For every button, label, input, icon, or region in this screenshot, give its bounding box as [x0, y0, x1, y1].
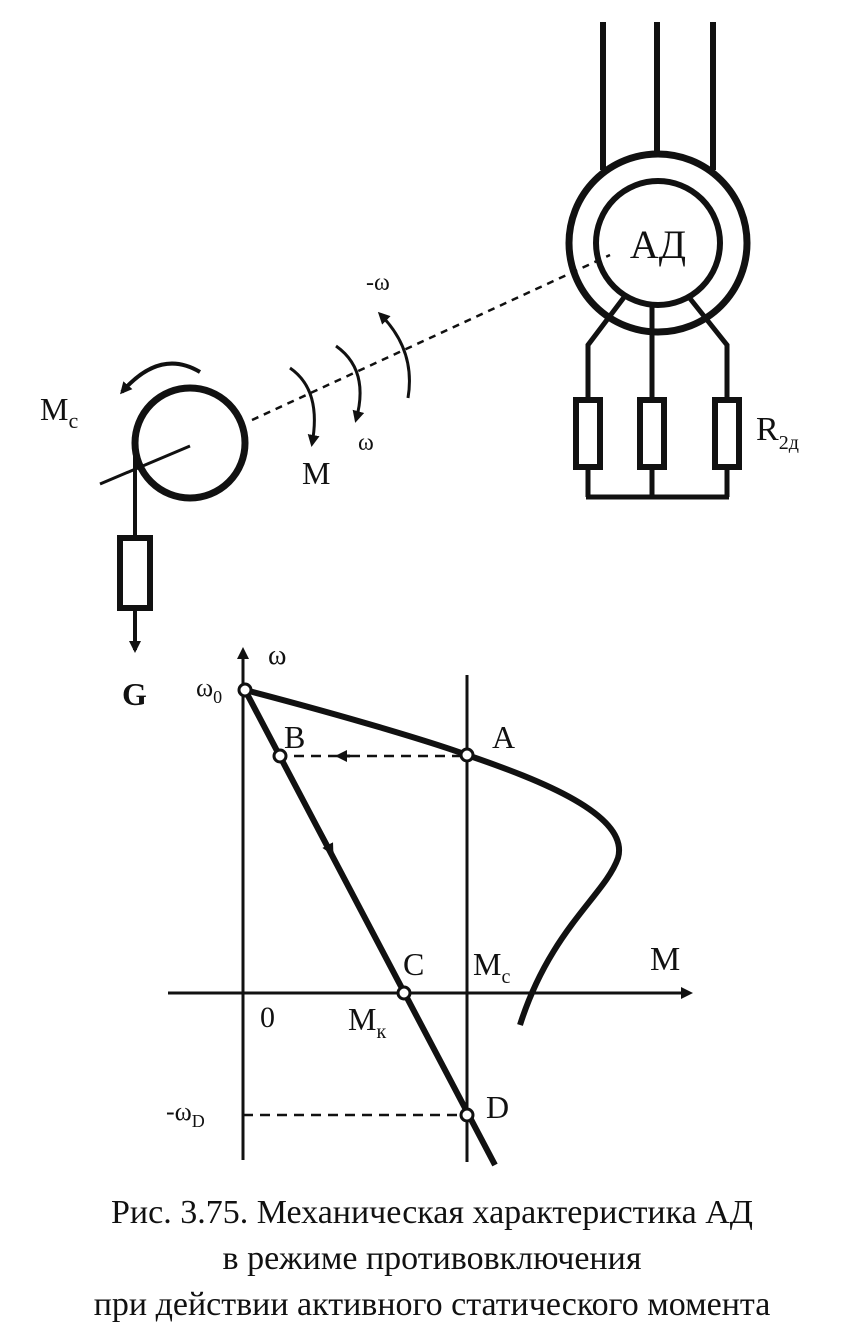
graph-points	[237, 682, 475, 1123]
caption-line-2: в режиме противовключения	[222, 1240, 642, 1277]
motor-moment-label: M	[302, 455, 330, 491]
point-d-label: D	[486, 1089, 509, 1125]
drum	[131, 384, 249, 502]
point-c-label: C	[403, 946, 424, 982]
motor-label: АД	[630, 222, 686, 267]
point-d	[459, 1107, 475, 1123]
point-c	[396, 985, 412, 1001]
drum-spoke	[99, 444, 191, 486]
point-a	[459, 747, 475, 763]
mc-label: Mc	[473, 946, 510, 988]
load-spring	[117, 535, 153, 611]
x-axis-label: M	[650, 941, 680, 978]
point-b	[272, 748, 288, 764]
reverse-characteristic	[242, 688, 498, 1167]
rotor-resistors	[573, 397, 742, 470]
weight-label: G	[122, 676, 147, 712]
resistor-label: R2д	[756, 411, 799, 454]
motor-moment-arrow	[289, 366, 320, 447]
line-direction-arrow	[316, 826, 334, 856]
omega0-label: ω0	[196, 673, 222, 707]
y-axis-label: ω	[268, 640, 286, 671]
figure-caption: Рис. 3.75. Механическая характеристика А…	[0, 1190, 864, 1328]
motor-rotor	[593, 178, 723, 308]
origin-label: 0	[260, 1001, 275, 1034]
point-omega0	[237, 682, 253, 698]
point-b-label: B	[284, 719, 305, 755]
point-a-label: A	[492, 719, 515, 755]
static-moment-label: Mc	[40, 391, 78, 433]
caption-line-3: при действии активного статического моме…	[93, 1286, 771, 1323]
rotor-leads	[585, 294, 730, 500]
omega-arrow	[335, 344, 365, 423]
caption-line-1: Рис. 3.75. Механическая характеристика А…	[111, 1194, 753, 1231]
shaft-line	[251, 253, 611, 422]
natural-characteristic	[244, 687, 623, 1026]
neg-omega-label: -ω	[366, 270, 390, 296]
motor-stator	[565, 150, 751, 336]
neg-omega-d-label: -ωD	[166, 1097, 205, 1131]
neg-omega-arrow	[377, 311, 411, 399]
omega-label: ω	[358, 430, 374, 456]
motor-supply-lines	[600, 22, 716, 170]
mk-label: Mк	[348, 1001, 386, 1043]
static-moment-arrow	[120, 361, 202, 395]
